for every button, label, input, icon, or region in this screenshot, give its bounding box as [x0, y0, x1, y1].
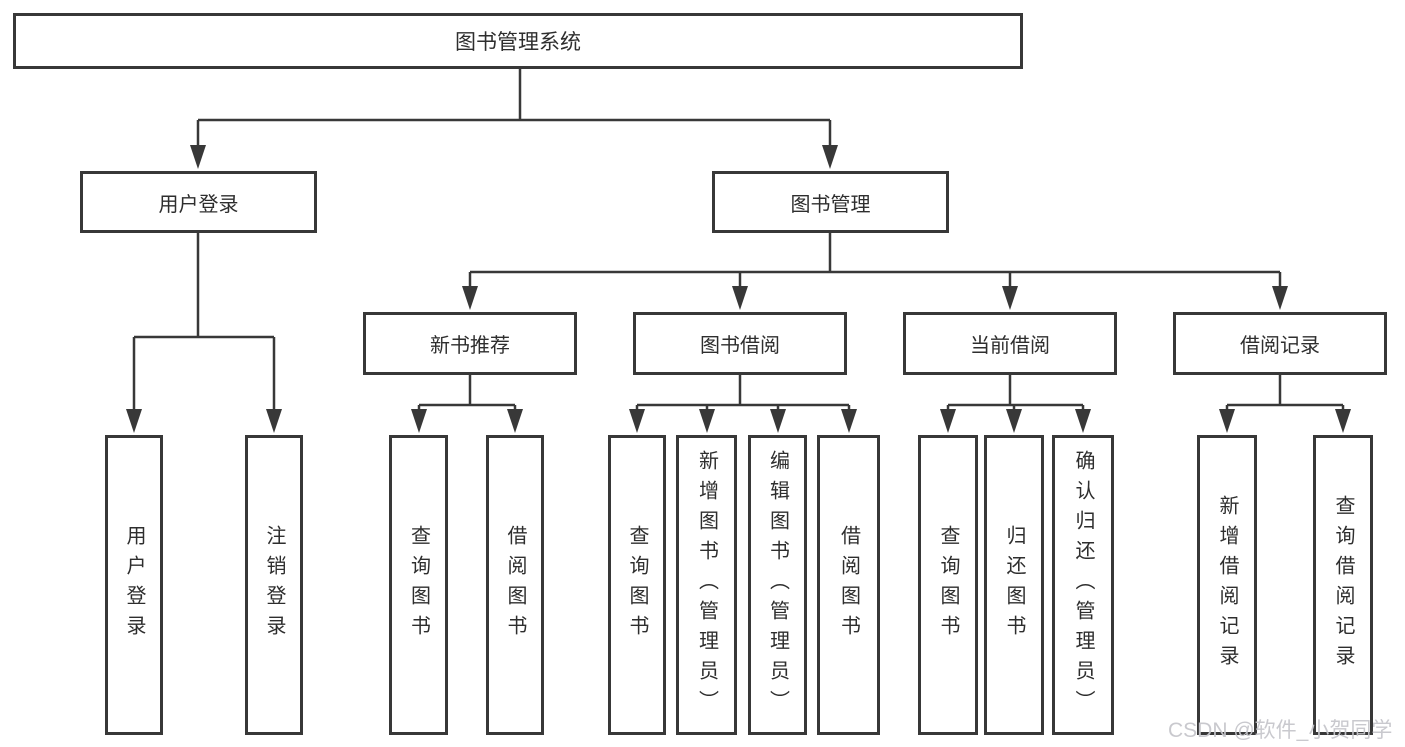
- node-book-borrowing: 图书借阅: [633, 312, 847, 375]
- leaf-user-login: 用户登录: [105, 435, 163, 735]
- node-label: 新书推荐: [430, 335, 510, 357]
- leaf-borrow-books-recommend: 借阅图书: [486, 435, 544, 735]
- csdn-watermark: CSDN @软件_小贺同学: [1168, 719, 1393, 742]
- node-label: 图书管理: [790, 193, 871, 216]
- node-user-login-group: 用户登录: [80, 171, 317, 233]
- node-root: 图书管理系统: [13, 13, 1023, 69]
- leaf-logout: 注销登录: [245, 435, 303, 735]
- leaf-query-books-borrowing: 查询图书: [608, 435, 666, 735]
- leaf-query-books-current: 查询图书: [918, 435, 978, 735]
- connector-bookmgmt-to-level3: [462, 233, 1288, 310]
- node-label: 当前借阅: [970, 335, 1050, 357]
- leaf-query-borrow-record: 查询借阅记录: [1313, 435, 1373, 735]
- connector-current-to-leaves: [940, 375, 1091, 433]
- leaf-label: 查询图书: [937, 525, 959, 645]
- connector-root-to-level2: [190, 69, 838, 169]
- node-borrowing-records: 借阅记录: [1173, 312, 1387, 375]
- node-label: 图书借阅: [700, 335, 780, 357]
- connector-borrowing-to-leaves: [629, 375, 857, 433]
- leaf-label: 新增图书（管理员）: [695, 450, 718, 720]
- leaf-label: 查询图书: [626, 525, 648, 645]
- node-book-management: 图书管理: [712, 171, 949, 233]
- leaf-label: 归还图书: [1003, 525, 1025, 645]
- leaf-label: 注销登录: [263, 525, 285, 645]
- leaf-add-books-admin: 新增图书（管理员）: [676, 435, 737, 735]
- node-current-borrowing: 当前借阅: [903, 312, 1117, 375]
- connector-userlogin-to-leaves: [126, 233, 282, 433]
- leaf-label: 编辑图书（管理员）: [766, 450, 789, 720]
- leaf-label: 查询图书: [407, 525, 430, 645]
- connector-recommend-to-leaves: [411, 375, 523, 433]
- leaf-add-borrow-record: 新增借阅记录: [1197, 435, 1257, 735]
- connector-records-to-leaves: [1219, 375, 1351, 433]
- leaf-label: 借阅图书: [504, 525, 526, 645]
- leaf-label: 查询借阅记录: [1332, 495, 1354, 675]
- node-label: 借阅记录: [1240, 335, 1320, 357]
- leaf-return-books: 归还图书: [984, 435, 1044, 735]
- node-new-book-recommend: 新书推荐: [363, 312, 577, 375]
- leaf-edit-books-admin: 编辑图书（管理员）: [748, 435, 807, 735]
- node-label: 用户登录: [158, 193, 239, 216]
- leaf-query-books-recommend: 查询图书: [389, 435, 448, 735]
- leaf-confirm-return-admin: 确认归还（管理员）: [1052, 435, 1114, 735]
- leaf-label: 新增借阅记录: [1216, 495, 1238, 675]
- leaf-label: 借阅图书: [837, 525, 860, 645]
- leaf-label: 用户登录: [123, 525, 145, 645]
- leaf-borrow-books-borrowing: 借阅图书: [817, 435, 880, 735]
- node-root-label: 图书管理系统: [455, 31, 581, 54]
- leaf-label: 确认归还（管理员）: [1072, 450, 1094, 720]
